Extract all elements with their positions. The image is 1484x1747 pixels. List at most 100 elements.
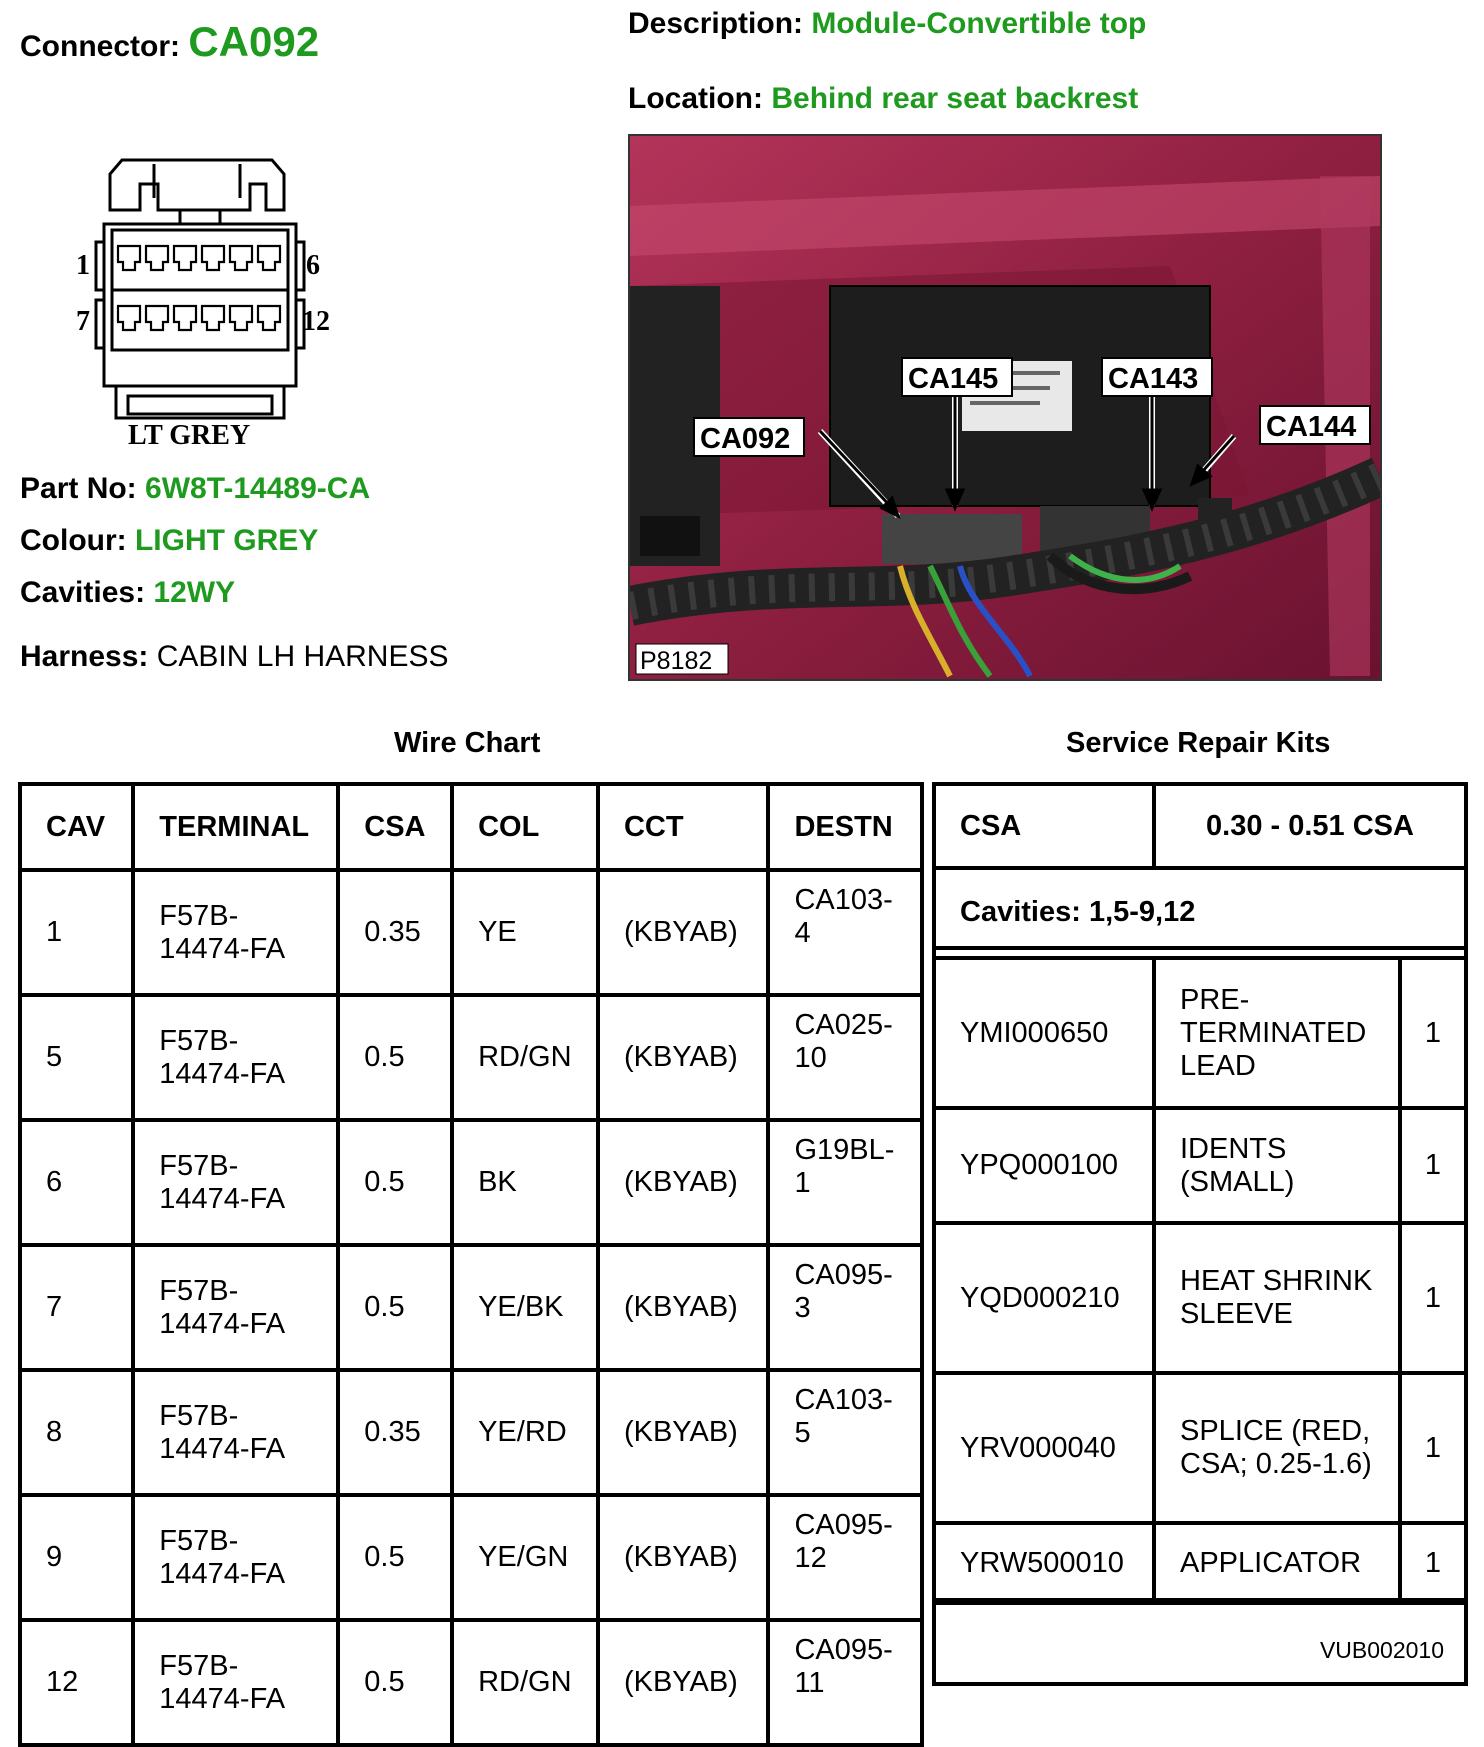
repair-kits-footer: VUB002010 (936, 1598, 1464, 1682)
kit-desc-cell: IDENTS (SMALL) (1152, 1106, 1402, 1225)
kit-desc-cell: HEAT SHRINK SLEEVE (1152, 1221, 1402, 1375)
csa-cell: 0.5 (336, 1493, 455, 1622)
kit-desc-cell: SPLICE (RED, CSA; 0.25-1.6) (1152, 1371, 1402, 1525)
connector-face-diagram: 1 6 7 12 LT GREY (76, 158, 330, 450)
table-row: 5 F57B-14474-FA 0.5 RD/GN (KBYAB) CA025-… (17, 993, 924, 1122)
cav-cell: 8 (17, 1368, 136, 1497)
cct-cell: (KBYAB) (595, 1618, 771, 1747)
destn-cell: G19BL-1 (766, 1118, 924, 1247)
destn-cell: CA103-5 (766, 1368, 924, 1497)
col-cell: YE/RD (450, 1368, 600, 1497)
kit-part-cell: YQD000210 (934, 1221, 1156, 1375)
csa-cell: 0.5 (336, 1243, 455, 1372)
repair-kits-panel: CSA 0.30 - 0.51 CSA Cavities: 1,5-9,12 Y… (932, 782, 1468, 1686)
destn-cell: CA103-4 (766, 868, 924, 997)
document-code: VUB002010 (1319, 1637, 1444, 1663)
col-cell: YE/GN (450, 1493, 600, 1622)
cct-cell: (KBYAB) (595, 868, 771, 997)
photo-id: P8182 (640, 647, 712, 675)
cct-cell: (KBYAB) (595, 1368, 771, 1497)
repair-kits-header: CSA 0.30 - 0.51 CSA (936, 786, 1464, 866)
connector-heading: Connector: CA092 (20, 18, 319, 66)
location-value: Behind rear seat backrest (771, 82, 1139, 115)
table-row: YMI000650 PRE-TERMINATED LEAD 1 (934, 956, 1466, 1110)
kit-head-csa: CSA (936, 786, 1156, 866)
part-no-label: Part No: (20, 472, 137, 505)
terminal-cell: F57B-14474-FA (131, 1493, 341, 1622)
kit-part-cell: YRW500010 (934, 1521, 1156, 1605)
cav-cell: 7 (17, 1243, 136, 1372)
cav-cell: 9 (17, 1493, 136, 1622)
destn-cell: CA025-10 (766, 993, 924, 1122)
table-row: 1 F57B-14474-FA 0.35 YE (KBYAB) CA103-4 (17, 868, 924, 997)
kit-part-cell: YRV000040 (934, 1371, 1156, 1525)
pin-12-label: 12 (302, 306, 330, 337)
cav-cell: 6 (17, 1118, 136, 1247)
cct-cell: (KBYAB) (595, 993, 771, 1122)
repair-kits-title: Service Repair Kits (1066, 727, 1331, 759)
kit-part-cell: YMI000650 (934, 956, 1156, 1110)
cct-cell: (KBYAB) (595, 1493, 771, 1622)
col-cell: YE/BK (450, 1243, 600, 1372)
part-no-value: 6W8T-14489-CA (145, 472, 371, 505)
pin-6-label: 6 (306, 250, 320, 281)
table-row: 9 F57B-14474-FA 0.5 YE/GN (KBYAB) CA095-… (17, 1493, 924, 1622)
table-row: YQD000210 HEAT SHRINK SLEEVE 1 (934, 1221, 1466, 1375)
cav-cell: 5 (17, 993, 136, 1122)
col-cell: RD/GN (450, 993, 600, 1122)
colour-line: Colour: LIGHT GREY (20, 524, 318, 558)
col-csa: CSA (336, 782, 455, 872)
col-cell: YE (450, 868, 600, 997)
destn-cell: CA095-11 (766, 1618, 924, 1747)
cct-cell: (KBYAB) (595, 1243, 771, 1372)
callout-ca144: CA144 (1266, 411, 1356, 443)
cav-cell: 12 (17, 1618, 136, 1747)
terminal-cell: F57B-14474-FA (131, 1243, 341, 1372)
kit-head-range: 0.30 - 0.51 CSA (1206, 809, 1414, 842)
table-row: 8 F57B-14474-FA 0.35 YE/RD (KBYAB) CA103… (17, 1368, 924, 1497)
csa-cell: 0.5 (336, 1118, 455, 1247)
cavities-line: Cavities: 12WY (20, 576, 235, 610)
kit-desc-cell: APPLICATOR (1152, 1521, 1402, 1605)
table-row: YPQ000100 IDENTS (SMALL) 1 (934, 1106, 1466, 1225)
harness-value: CABIN LH HARNESS (156, 640, 449, 673)
wire-chart-title: Wire Chart (394, 727, 541, 759)
kit-qty-cell: 1 (1398, 1106, 1466, 1225)
description-value: Module-Convertible top (811, 7, 1147, 40)
csa-cell: 0.5 (336, 1618, 455, 1747)
cav-cell: 1 (17, 868, 136, 997)
kit-qty-cell: 1 (1398, 1221, 1466, 1375)
terminal-cell: F57B-14474-FA (131, 1618, 341, 1747)
col-col: COL (450, 782, 600, 872)
kit-qty-cell: 1 (1398, 1371, 1466, 1525)
colour-label: Colour: (20, 524, 127, 557)
connector-colour-caption: LT GREY (128, 420, 250, 450)
cct-cell: (KBYAB) (595, 1118, 771, 1247)
wire-chart-table: CAV TERMINAL CSA COL CCT DESTN 1 F57B-14… (17, 782, 924, 1747)
col-cav: CAV (17, 782, 136, 872)
harness-label: Harness: (20, 640, 149, 673)
callout-ca143: CA143 (1108, 363, 1198, 395)
csa-cell: 0.5 (336, 993, 455, 1122)
table-row: 6 F57B-14474-FA 0.5 BK (KBYAB) G19BL-1 (17, 1118, 924, 1247)
kit-qty-cell: 1 (1398, 1521, 1466, 1605)
description-heading: Description: Module-Convertible top (628, 6, 1148, 41)
destn-cell: CA095-3 (766, 1243, 924, 1372)
callout-ca092: CA092 (700, 423, 790, 455)
harness-line: Harness: CABIN LH HARNESS (20, 640, 449, 674)
col-terminal: TERMINAL (131, 782, 341, 872)
pin-1-label: 1 (76, 250, 90, 281)
col-destn: DESTN (766, 782, 924, 872)
terminal-cell: F57B-14474-FA (131, 1368, 341, 1497)
table-row: YRW500010 APPLICATOR 1 (934, 1521, 1466, 1605)
terminal-cell: F57B-14474-FA (131, 868, 341, 997)
location-heading: Location: Behind rear seat backrest (628, 82, 1138, 116)
connector-value: CA092 (188, 18, 320, 65)
kit-desc-cell: PRE-TERMINATED LEAD (1152, 956, 1402, 1110)
wire-chart-header-row: CAV TERMINAL CSA COL CCT DESTN (17, 782, 924, 872)
table-row: 12 F57B-14474-FA 0.5 RD/GN (KBYAB) CA095… (17, 1618, 924, 1747)
connector-label: Connector: (20, 30, 180, 63)
repair-kits-table: YMI000650 PRE-TERMINATED LEAD 1 YPQ00010… (934, 956, 1466, 1605)
kit-cavities: Cavities: 1,5-9,12 (936, 866, 1464, 950)
location-photo: CA145 CA143 CA092 CA144 P8182 (628, 134, 1382, 681)
